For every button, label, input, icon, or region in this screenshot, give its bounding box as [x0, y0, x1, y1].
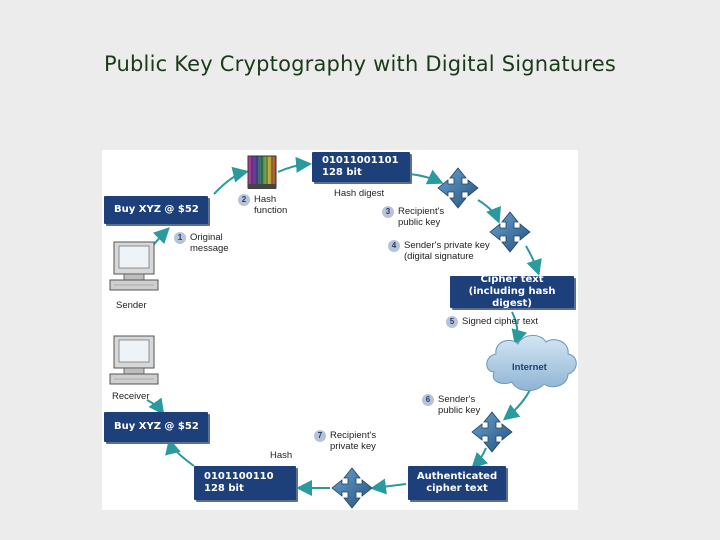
arrow-auth-to-key7 [370, 478, 407, 495]
step-3-line2: public key [398, 217, 441, 228]
receiver-message-text: Buy XYZ @ $52 [114, 421, 199, 432]
key-icon-3 [437, 167, 479, 209]
key-icon-6 [471, 411, 513, 453]
step-4-line1: Sender's private key [404, 240, 490, 251]
hash-bits: 0101100110 [204, 471, 274, 482]
receiver-message-box: Buy XYZ @ $52 [104, 412, 208, 442]
sender-message-box: Buy XYZ @ $52 [104, 196, 208, 224]
internet-label: Internet [512, 362, 547, 373]
hash-function-icon [247, 155, 277, 189]
arrow-key3-to-key4 [477, 199, 501, 224]
authenticated-subtitle: cipher text [426, 483, 488, 494]
step-5-label: 5 Signed cipher text [446, 316, 538, 328]
step-7-line2: private key [330, 441, 376, 452]
step-2-line1: Hash [254, 194, 277, 205]
step-4-label: 4 Sender's private key(digital signature [388, 240, 490, 262]
arrow-internet-to-key6 [502, 389, 531, 421]
step-7-line1: Recipient's [330, 430, 377, 441]
step-2-line2: function [254, 205, 288, 216]
internet-cloud-icon [486, 335, 577, 391]
step-number-6: 6 [422, 394, 434, 406]
authenticated-title: Authenticated [416, 471, 498, 482]
step-1-line2: message [190, 243, 229, 254]
step-4-line2: (digital signature [404, 251, 474, 262]
step-5-line1: Signed cipher text [462, 316, 539, 327]
arrow-hash-to-digest [277, 156, 312, 173]
step-1-line1: Original [190, 232, 223, 243]
sender-message-text: Buy XYZ @ $52 [114, 204, 199, 215]
step-6-line1: Sender's [438, 394, 476, 405]
diagram-graphics [109, 155, 577, 509]
step-number-1: 1 [174, 232, 186, 244]
page-title: Public Key Cryptography with Digital Sig… [104, 52, 616, 76]
crypto-diagram: Buy XYZ @ $52 01011001101 128 bit Cipher… [102, 150, 578, 510]
cipher-text-box: Cipher text (including hash digest) [450, 274, 574, 309]
receiver-label: Receiver [112, 391, 150, 402]
receiver-computer-icon [109, 335, 159, 385]
step-3-line1: Recipient's [398, 206, 445, 217]
sender-computer-icon [109, 241, 159, 291]
sender-label: Sender [116, 300, 147, 311]
arrow-digest-to-key3 [409, 169, 444, 185]
hash-digest-bits: 01011001101 [322, 155, 399, 166]
arrow-key4-to-cipher [525, 245, 542, 276]
authenticated-cipher-box: Authenticated cipher text [408, 466, 506, 500]
key-icon-7 [331, 467, 373, 509]
step-number-4: 4 [388, 240, 400, 252]
step-6-line2: public key [438, 405, 481, 416]
cipher-text-subtitle: (including hash digest) [468, 286, 556, 309]
step-number-5: 5 [446, 316, 458, 328]
step-number-3: 3 [382, 206, 394, 218]
arrow-hash-to-receiver-message [165, 438, 195, 467]
hash-label: Hash [270, 450, 293, 461]
step-number-2: 2 [238, 194, 250, 206]
hash-digest-size: 128 bit [322, 167, 362, 178]
key-icon-4 [489, 211, 531, 253]
hash-digest-label: Hash digest [334, 188, 385, 199]
hash-box: 0101100110 128 bit [194, 466, 296, 500]
arrow-key6-to-auth [471, 447, 489, 469]
arrow-cipher-to-internet [511, 311, 527, 346]
hash-size: 128 bit [204, 483, 244, 494]
step-number-7: 7 [314, 430, 326, 442]
cipher-text-title: Cipher text [480, 274, 544, 285]
arrow-message-to-hash [213, 166, 249, 195]
hash-digest-box: 01011001101 128 bit [312, 152, 410, 182]
arrow-receiver-to-message [146, 397, 165, 416]
